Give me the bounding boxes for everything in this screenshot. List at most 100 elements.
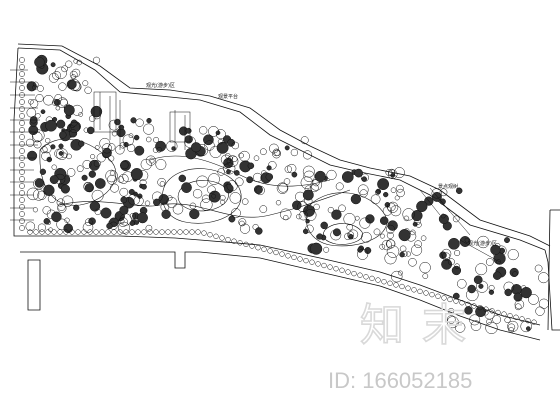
hedge-symbol (435, 293, 441, 299)
tree-symbol (73, 58, 79, 64)
tree-symbol (441, 248, 452, 259)
tree-symbol (66, 168, 76, 177)
tree-symbol (454, 322, 466, 333)
tree-symbol (146, 117, 152, 124)
tree-symbol (56, 119, 66, 129)
tree-symbol (507, 249, 519, 261)
hedge-symbol (231, 238, 237, 244)
tree-symbol (155, 159, 167, 170)
tree-symbol (47, 194, 56, 203)
tree-symbol (348, 233, 354, 240)
tree-symbol (246, 176, 254, 184)
tree-symbol (396, 188, 405, 198)
tree-symbol (156, 147, 162, 153)
hedge-symbol (345, 269, 351, 275)
hedge-symbol (117, 229, 123, 235)
hedge-row-symbols (19, 57, 537, 325)
hedge-symbol (273, 249, 279, 256)
hedge-symbol (441, 295, 447, 301)
hedge-symbol (213, 233, 219, 239)
hedge-symbol (507, 313, 513, 319)
tree-symbol (88, 170, 96, 178)
tree-symbol (78, 112, 84, 117)
tree-symbol (303, 170, 315, 182)
hedge-symbol (69, 229, 75, 235)
tree-symbol (153, 198, 161, 206)
hedge-symbol (381, 279, 387, 285)
tree-symbol (53, 98, 61, 106)
tree-symbol (226, 169, 231, 174)
tree-symbol (33, 178, 45, 190)
bed-east (306, 192, 387, 247)
tree-symbol (279, 208, 292, 221)
tree-symbol (189, 202, 197, 210)
tree-symbol (514, 303, 522, 311)
tree-symbol (43, 94, 54, 106)
tree-symbol (118, 217, 128, 227)
tree-symbol (161, 209, 171, 219)
tree-symbol (414, 240, 422, 249)
tree-symbol (238, 152, 244, 159)
tree-symbol (255, 227, 263, 235)
tree-symbol (490, 244, 501, 255)
north-boundary-line (17, 47, 546, 251)
hedge-symbol (465, 301, 471, 308)
tree-symbol (335, 182, 344, 191)
tree-symbol (37, 85, 44, 92)
tree-symbol (448, 307, 455, 315)
hedge-symbol (513, 314, 519, 320)
hedge-symbol (411, 287, 417, 293)
tree-symbol (234, 177, 244, 187)
tree-symbol (464, 237, 470, 243)
tree-symbol (55, 105, 61, 111)
north-outer-line (17, 43, 551, 247)
tree-symbol (327, 206, 335, 214)
tree-symbol (331, 209, 342, 220)
tree-symbol (390, 173, 396, 178)
bed-oval-inner (177, 180, 229, 212)
tree-symbol (278, 183, 288, 193)
tree-symbol (204, 140, 215, 151)
tree-symbol (94, 178, 106, 189)
tree-symbol (129, 220, 135, 226)
tree-symbol (215, 130, 221, 136)
tree-symbol (181, 182, 192, 193)
tree-symbol (192, 189, 203, 199)
tree-symbol (114, 118, 121, 126)
tree-symbol (96, 153, 106, 163)
tree-symbol (40, 109, 46, 115)
hedge-symbol (27, 229, 33, 235)
tree-symbol (290, 148, 299, 157)
tree-symbol (69, 70, 78, 79)
tree-symbol (223, 162, 236, 175)
tree-symbol (32, 81, 39, 88)
hedge-symbol (225, 236, 231, 243)
hedge-symbol (19, 169, 25, 175)
path-curve (59, 189, 351, 218)
tree-symbol (302, 189, 314, 201)
hedge-symbol (33, 229, 39, 235)
tree-symbol (496, 259, 501, 265)
tree-symbol (454, 263, 460, 269)
tree-symbol (379, 216, 389, 225)
tree-symbol (76, 59, 83, 66)
hedge-symbol (453, 298, 459, 304)
tree-symbol (255, 185, 265, 196)
tree-symbol (310, 183, 319, 193)
tree-symbol (520, 286, 532, 299)
tree-symbol (207, 185, 216, 194)
hedge-symbol (183, 229, 189, 235)
hedge-symbol (19, 183, 25, 189)
tree-symbol (118, 218, 125, 225)
tree-symbol (52, 71, 61, 80)
tree-symbol (64, 217, 70, 223)
tree-symbol (360, 173, 369, 182)
tree-symbol (49, 175, 59, 185)
tree-symbol (63, 104, 75, 116)
tree-symbol (370, 194, 381, 205)
tree-symbol (302, 150, 313, 160)
tree-symbol (78, 140, 85, 147)
tree-symbol (379, 243, 386, 250)
tree-symbol (399, 245, 407, 253)
tree-symbol (153, 136, 160, 143)
